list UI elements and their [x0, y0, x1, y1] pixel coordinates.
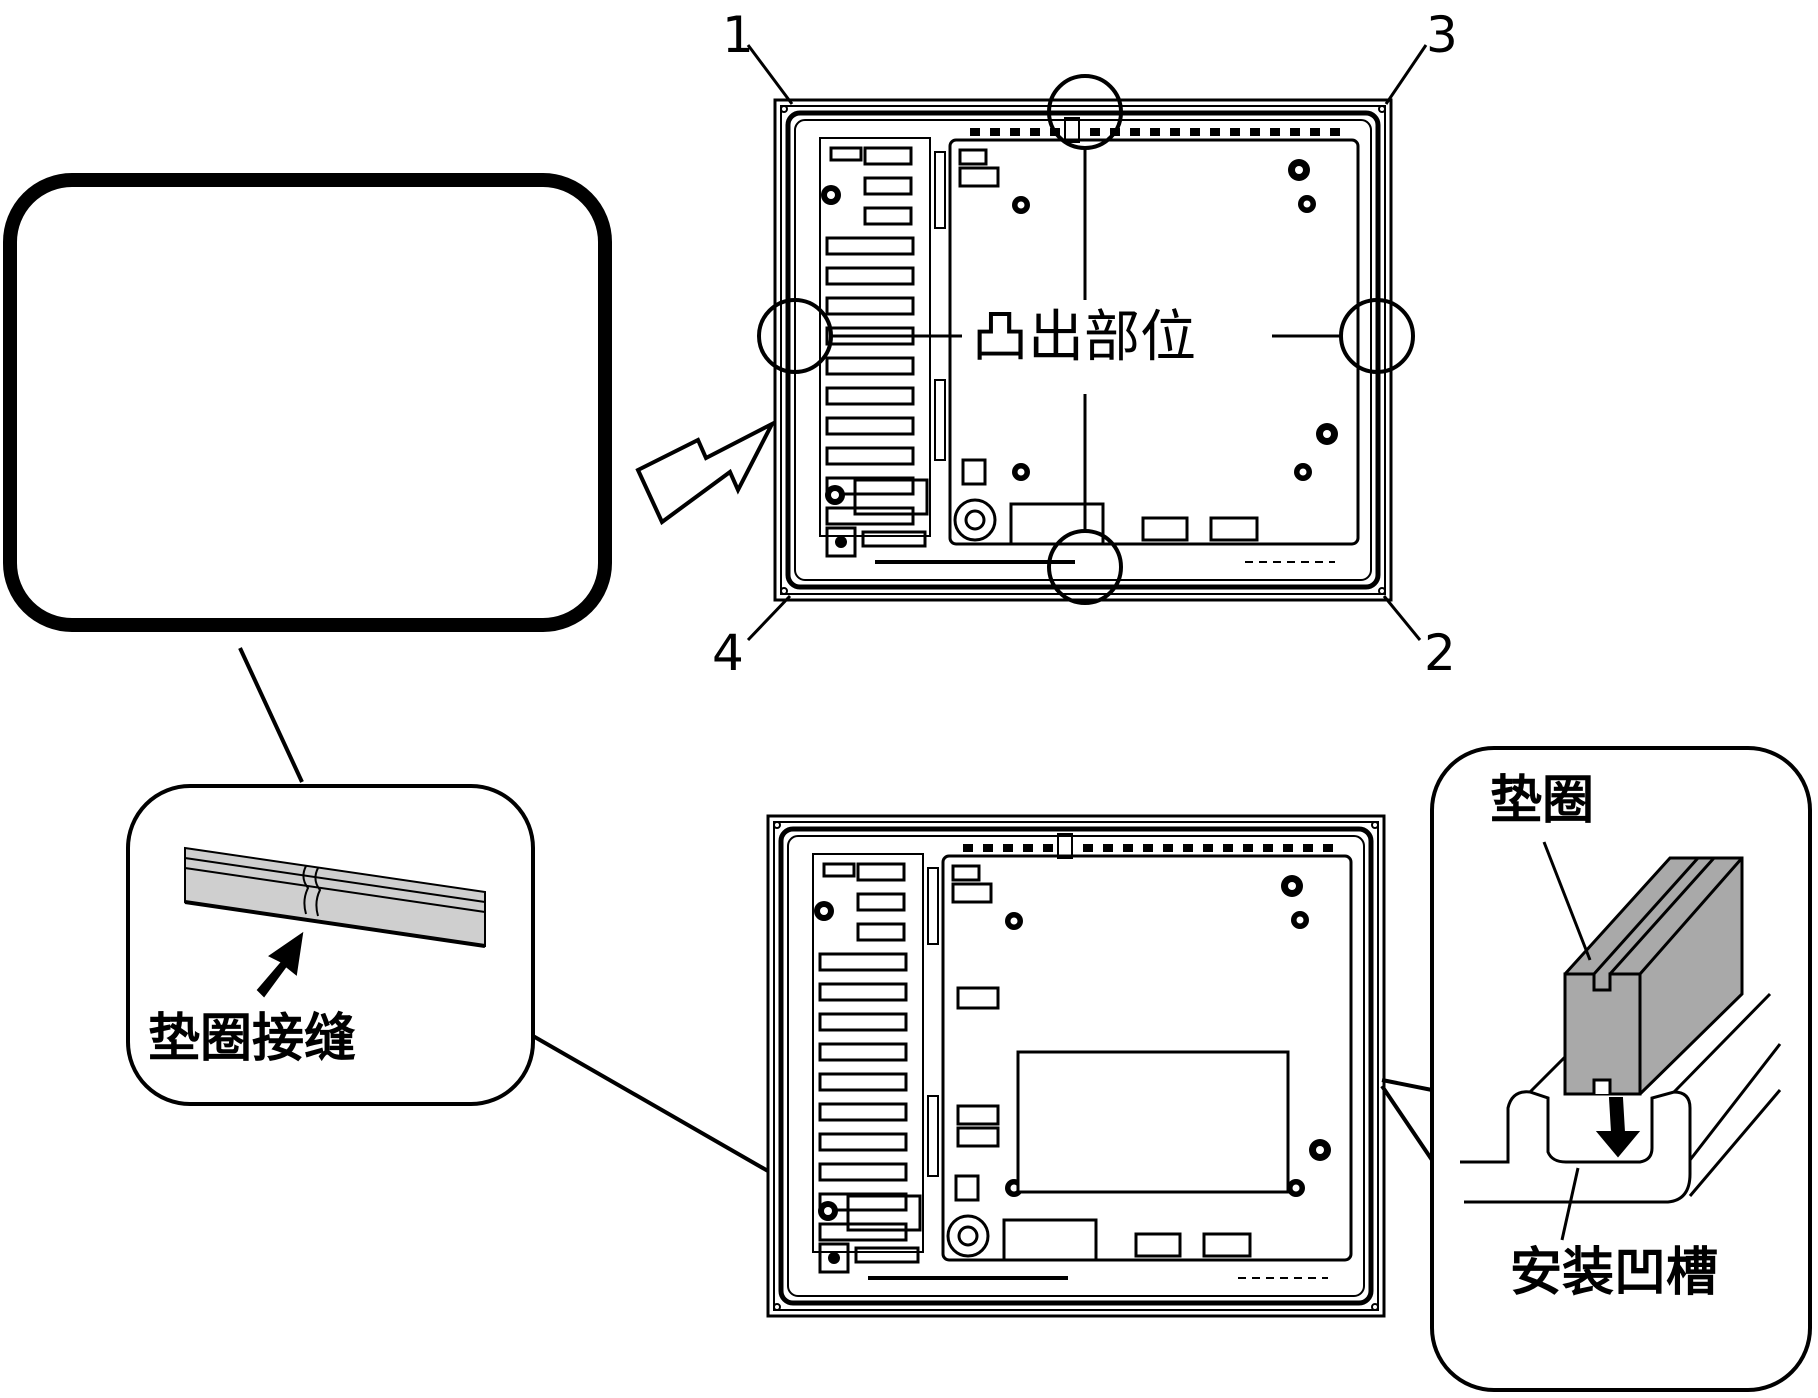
insert-arrow: [635, 419, 777, 526]
gasket-seam-leader: [238, 647, 304, 783]
mounting-groove-label: 安装凹槽: [1510, 1243, 1718, 1303]
protrusion-label-bg: [965, 300, 1215, 370]
corner-label-3: 3: [1426, 6, 1458, 64]
gasket-ring-outline: [3, 173, 612, 632]
unit-back-bottom: [768, 816, 1384, 1316]
corner-leaders: [746, 44, 1428, 642]
corner-label-2: 2: [1424, 624, 1456, 682]
groove-leader-bottom: [1380, 1084, 1434, 1162]
protrusion-leaders: [830, 148, 1342, 531]
seam-arrow: [256, 931, 304, 998]
gasket-seam-label: 垫圈接缝: [148, 1009, 356, 1069]
corner-label-4: 4: [712, 624, 744, 682]
protrusion-label: 凸出部位: [972, 305, 1196, 370]
groove-label-leader: [1560, 1167, 1580, 1241]
gasket-label-leader: [1542, 841, 1592, 961]
gasket-label: 垫圈: [1490, 771, 1594, 831]
gasket-strip-detail: [184, 846, 486, 948]
groove-leader-top: [1381, 1078, 1433, 1092]
corner-label-1: 1: [722, 6, 754, 64]
groove-cross-section: [1460, 856, 1782, 1204]
